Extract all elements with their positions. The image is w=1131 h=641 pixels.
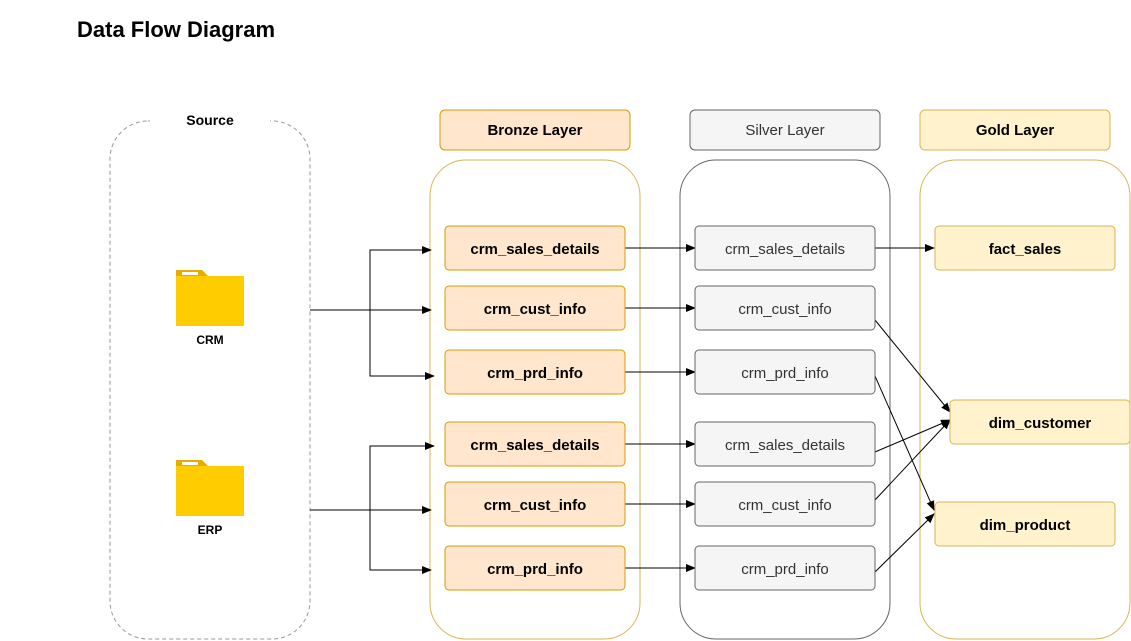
silver-to-gold-arrows — [874, 244, 951, 573]
gold-header-label: Gold Layer — [976, 122, 1055, 139]
bronze-table-node[interactable]: crm_cust_info — [444, 481, 626, 527]
erp-folder-icon — [176, 460, 244, 516]
bronze-table-node[interactable]: crm_sales_details — [444, 421, 626, 467]
bronze-to-silver-arrows — [625, 244, 696, 572]
silver-table-label: crm_sales_details — [725, 241, 845, 258]
bronze-table-node[interactable]: crm_sales_details — [444, 225, 626, 271]
erp-label: ERP — [198, 523, 223, 537]
silver-table-label: crm_cust_info — [738, 497, 831, 514]
gold-table-dim-product[interactable]: dim_product — [934, 501, 1116, 547]
silver-container — [679, 159, 891, 640]
gold-tables: fact_sales dim_customer dim_product — [934, 225, 1131, 547]
gold-table-fact-sales[interactable]: fact_sales — [934, 225, 1116, 271]
silver-header-label: Silver Layer — [745, 122, 824, 139]
source-container — [109, 120, 311, 640]
silver-table-label: crm_sales_details — [725, 437, 845, 454]
gold-table-dim-customer[interactable]: dim_customer — [949, 399, 1131, 445]
bronze-header-label: Bronze Layer — [487, 122, 582, 139]
source-label-mask — [150, 112, 270, 130]
gold-container — [919, 159, 1131, 640]
gold-table-label: fact_sales — [989, 241, 1062, 258]
source-label: Source — [186, 112, 234, 128]
bronze-table-label: crm_sales_details — [470, 241, 599, 258]
bronze-table-node[interactable]: crm_cust_info — [444, 285, 626, 331]
page-title: Data Flow Diagram — [77, 17, 275, 42]
gold-header — [919, 109, 1111, 151]
bronze-header — [439, 109, 631, 151]
bronze-tables: crm_sales_details crm_cust_info crm_prd_… — [444, 225, 626, 591]
silver-table-node[interactable]: crm_sales_details — [694, 421, 876, 467]
bronze-table-label: crm_cust_info — [484, 301, 587, 318]
silver-tables: crm_sales_details crm_cust_info crm_prd_… — [694, 225, 876, 591]
silver-table-node[interactable]: crm_prd_info — [694, 349, 876, 395]
silver-table-label: crm_prd_info — [741, 561, 829, 578]
bronze-table-label: crm_cust_info — [484, 497, 587, 514]
crm-label: CRM — [196, 333, 223, 347]
silver-table-node[interactable]: crm_prd_info — [694, 545, 876, 591]
silver-table-node[interactable]: crm_cust_info — [694, 481, 876, 527]
crm-folder-icon — [176, 270, 244, 326]
silver-table-label: crm_cust_info — [738, 301, 831, 318]
silver-table-label: crm_prd_info — [741, 365, 829, 382]
gold-table-label: dim_customer — [989, 415, 1092, 432]
bronze-table-label: crm_prd_info — [487, 365, 583, 382]
silver-table-node[interactable]: crm_cust_info — [694, 285, 876, 331]
silver-table-node[interactable]: crm_sales_details — [694, 225, 876, 271]
bronze-container — [429, 159, 641, 640]
bronze-table-label: crm_prd_info — [487, 561, 583, 578]
silver-header — [689, 109, 881, 151]
bronze-table-node[interactable]: crm_prd_info — [444, 349, 626, 395]
bronze-table-node[interactable]: crm_prd_info — [444, 545, 626, 591]
source-to-bronze-arrows — [310, 246, 435, 574]
gold-table-label: dim_product — [980, 517, 1071, 534]
bronze-table-label: crm_sales_details — [470, 437, 599, 454]
